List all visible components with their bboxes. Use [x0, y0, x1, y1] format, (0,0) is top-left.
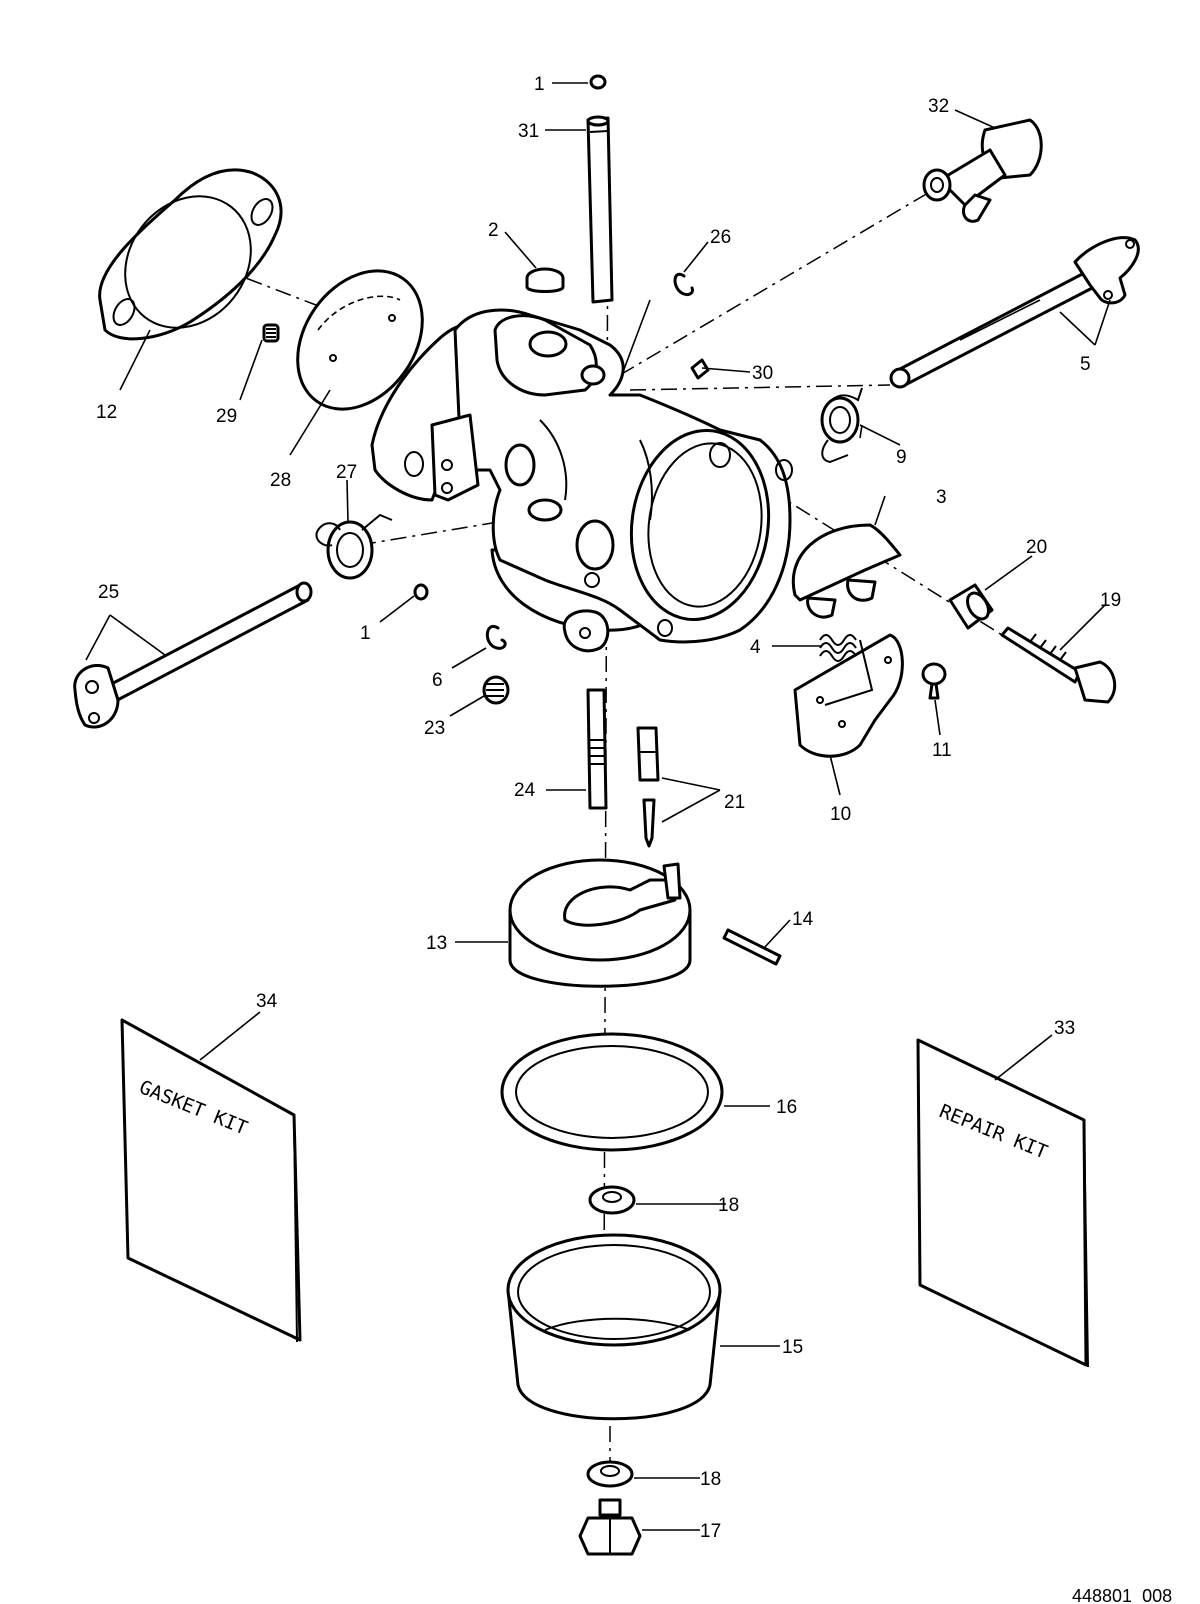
callout-33: 33 [1054, 1018, 1075, 1039]
screw-30 [690, 358, 710, 380]
spring-4 [819, 634, 857, 662]
mixture-needle [1000, 626, 1117, 704]
carburetor-body [370, 308, 793, 653]
washer-upper [588, 1185, 636, 1215]
screw-29 [262, 323, 280, 343]
choke-plate [791, 523, 902, 619]
callout-11: 11 [932, 740, 952, 761]
callout-13: 13 [426, 933, 447, 954]
callout-4: 4 [750, 637, 761, 658]
leader-lines [85, 82, 1111, 1531]
washer-lower [586, 1460, 634, 1488]
callout-6: 6 [432, 670, 443, 691]
callout-24: 24 [514, 780, 536, 801]
float [508, 858, 692, 988]
welch-plug [525, 267, 565, 293]
callout-2: 2 [488, 220, 499, 241]
flange-gasket [98, 168, 283, 341]
bracket-plate [793, 633, 904, 758]
main-tube [586, 115, 614, 304]
throttle-plate [296, 269, 424, 411]
choke-shaft [73, 581, 313, 729]
ball-1 [413, 583, 429, 601]
callout-14: 14 [792, 909, 814, 930]
callout-29: 29 [216, 406, 237, 427]
callout-19: 19 [1100, 590, 1121, 611]
callout-32: 32 [928, 96, 949, 117]
callout-23: 23 [424, 718, 445, 739]
repair-kit: REPAIR KIT [916, 1038, 1089, 1368]
callout-1: 1 [534, 74, 545, 95]
throttle-spring [820, 387, 863, 464]
float-pin [722, 928, 782, 966]
clip-6 [485, 624, 507, 650]
e-clip [673, 272, 694, 296]
callout-numbers: 1 31 2 26 32 5 30 9 3 20 19 4 11 10 12 2… [96, 74, 1121, 1542]
choke-spring [315, 513, 393, 580]
callout-25: 25 [98, 582, 119, 603]
callout-21: 21 [724, 792, 745, 813]
callout-28: 28 [270, 470, 291, 491]
callout-17: 17 [700, 1521, 721, 1542]
nut-top [589, 74, 607, 90]
callout-18-lower: 18 [700, 1469, 721, 1490]
fuel-inlet-fitting [922, 118, 1043, 223]
float-bowl [506, 1233, 722, 1421]
callout-5: 5 [1080, 354, 1091, 375]
callout-26: 26 [710, 227, 731, 248]
callout-12: 12 [96, 402, 117, 423]
callout-31: 31 [518, 121, 539, 142]
callout-34: 34 [256, 991, 278, 1012]
callout-30: 30 [752, 363, 773, 384]
bowl-gasket [500, 1032, 724, 1152]
callout-1-lower: 1 [360, 623, 371, 644]
callout-20: 20 [1026, 537, 1047, 558]
callout-15: 15 [782, 1337, 803, 1358]
plug-screw-23 [482, 675, 510, 705]
callout-18-upper: 18 [718, 1195, 739, 1216]
callout-3: 3 [936, 487, 947, 508]
throttle-shaft [889, 236, 1140, 389]
figure-id: 448801_008 [1072, 1586, 1172, 1604]
needle-and-seat [636, 726, 660, 848]
gasket-kit: GASKET KIT [120, 1018, 302, 1343]
callout-27: 27 [336, 462, 357, 483]
callout-10: 10 [830, 804, 851, 825]
callout-16: 16 [776, 1097, 797, 1118]
bushing-20 [948, 583, 994, 630]
bowl-nut [578, 1498, 642, 1556]
screw-11 [921, 662, 947, 700]
callout-9: 9 [896, 447, 907, 468]
main-jet-post [586, 688, 608, 810]
